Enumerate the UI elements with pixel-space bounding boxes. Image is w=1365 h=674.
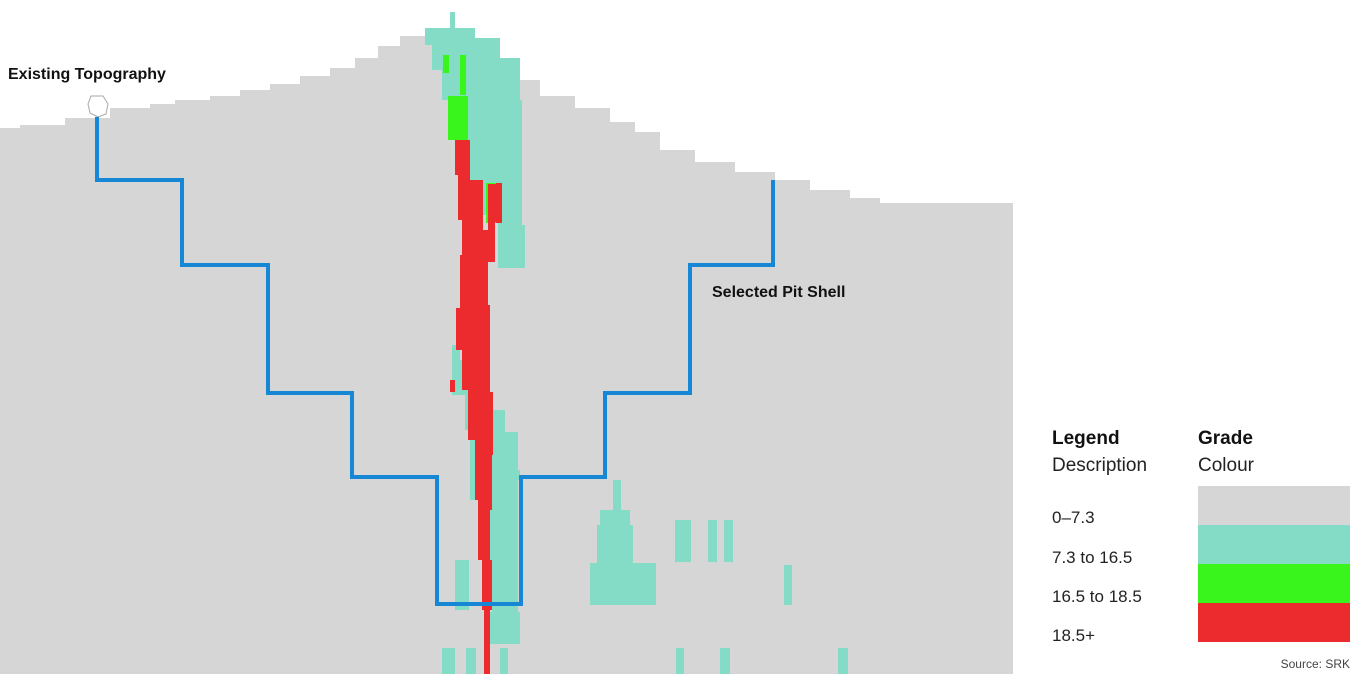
existing-topography-label: Existing Topography bbox=[8, 66, 166, 83]
legend-item-label: 16.5 to 18.5 bbox=[1052, 587, 1142, 606]
legend-item-label: 0–7.3 bbox=[1052, 508, 1095, 527]
grade-zone-18-5-plus bbox=[450, 140, 502, 674]
legend-item-label: 18.5+ bbox=[1052, 626, 1096, 645]
grade-title: Grade bbox=[1198, 428, 1253, 449]
selected-pit-shell bbox=[95, 117, 775, 606]
legend-swatch bbox=[1198, 564, 1350, 603]
source-note: Source: SRK bbox=[1280, 657, 1350, 671]
selected-pit-shell-label: Selected Pit Shell bbox=[712, 284, 846, 301]
rock-mass bbox=[0, 12, 1013, 674]
topography-marker bbox=[87, 95, 109, 118]
legend-swatch bbox=[1198, 603, 1350, 642]
legend-swatch bbox=[1198, 525, 1350, 564]
legend-item-label: 7.3 to 16.5 bbox=[1052, 548, 1133, 567]
legend-title: Legend bbox=[1052, 428, 1120, 449]
grade-subtitle: Colour bbox=[1198, 455, 1254, 476]
legend-swatch bbox=[1198, 486, 1350, 525]
legend-subtitle: Description bbox=[1052, 455, 1148, 476]
